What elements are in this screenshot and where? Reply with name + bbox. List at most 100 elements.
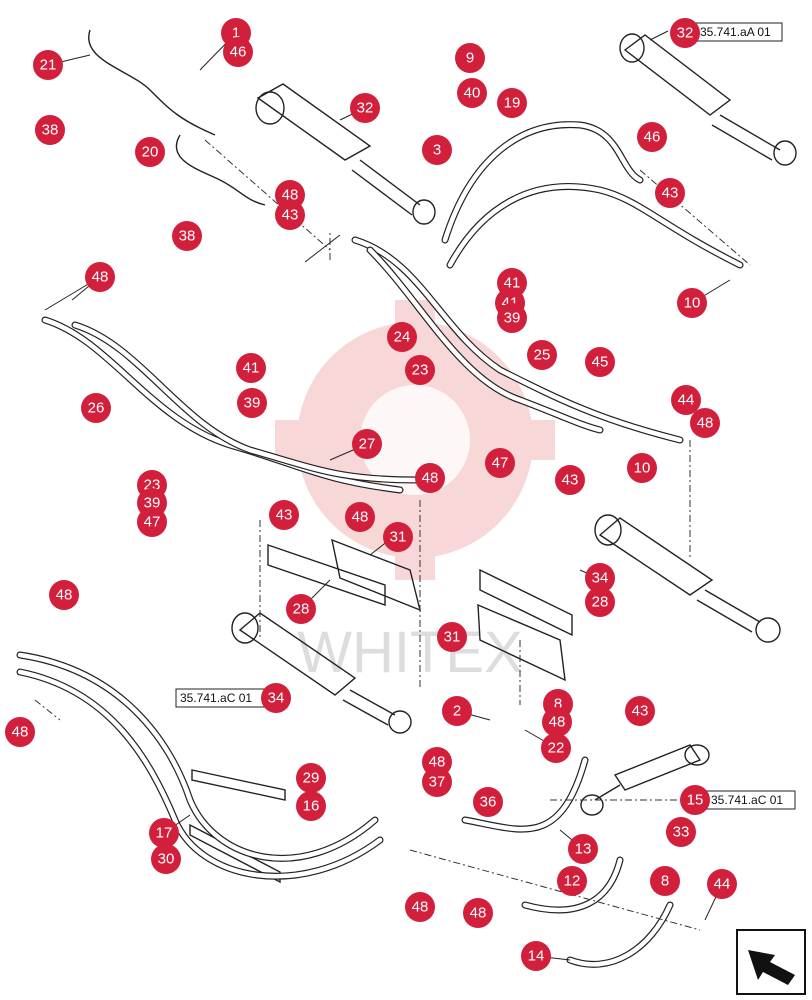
callout-48[interactable]: 48 xyxy=(85,262,115,292)
callout-number: 41 xyxy=(243,360,260,377)
callout-number: 39 xyxy=(244,395,261,412)
callout-33[interactable]: 33 xyxy=(666,817,696,847)
callout-48[interactable]: 48 xyxy=(463,898,493,928)
callout-number: 48 xyxy=(422,470,439,487)
callout-32[interactable]: 32 xyxy=(350,93,380,123)
callout-48[interactable]: 48 xyxy=(415,463,445,493)
callout-43[interactable]: 43 xyxy=(275,200,305,230)
callout-40[interactable]: 40 xyxy=(457,78,487,108)
callout-41[interactable]: 41 xyxy=(236,353,266,383)
callout-marker xyxy=(637,122,667,152)
callout-number: 43 xyxy=(632,703,649,720)
callout-48[interactable]: 48 xyxy=(405,892,435,922)
callout-37[interactable]: 37 xyxy=(422,767,452,797)
callout-marker xyxy=(541,733,571,763)
callout-marker xyxy=(405,892,435,922)
callout-20[interactable]: 20 xyxy=(135,137,165,167)
callout-marker xyxy=(296,763,326,793)
callout-47[interactable]: 47 xyxy=(137,507,167,537)
callout-43[interactable]: 43 xyxy=(625,696,655,726)
callout-marker xyxy=(286,594,316,624)
callout-48[interactable]: 48 xyxy=(690,408,720,438)
callout-17[interactable]: 17 xyxy=(149,818,179,848)
callout-marker xyxy=(455,43,485,73)
ref-box-3[interactable]: 35.741.aC 01 xyxy=(706,790,796,810)
callout-marker xyxy=(670,18,700,48)
callout-marker xyxy=(497,88,527,118)
callout-38[interactable]: 38 xyxy=(172,221,202,251)
callout-31[interactable]: 31 xyxy=(437,622,467,652)
watermark-text: WHITEX xyxy=(297,620,523,685)
callout-29[interactable]: 29 xyxy=(296,763,326,793)
callout-22[interactable]: 22 xyxy=(541,733,571,763)
callout-43[interactable]: 43 xyxy=(269,500,299,530)
callout-2[interactable]: 2 xyxy=(442,696,472,726)
callout-48[interactable]: 48 xyxy=(345,502,375,532)
callout-marker xyxy=(655,178,685,208)
callout-marker xyxy=(437,622,467,652)
callout-marker xyxy=(666,817,696,847)
callout-26[interactable]: 26 xyxy=(81,393,111,423)
callout-15[interactable]: 15 xyxy=(680,785,710,815)
callout-marker xyxy=(671,385,701,415)
callout-43[interactable]: 43 xyxy=(655,178,685,208)
callout-number: 22 xyxy=(548,740,565,757)
callout-marker xyxy=(627,453,657,483)
callout-48[interactable]: 48 xyxy=(49,580,79,610)
callout-24[interactable]: 24 xyxy=(387,322,417,352)
ref-box-1[interactable]: 35.741.aA 01 xyxy=(695,22,783,42)
callout-marker xyxy=(585,563,615,593)
callout-32[interactable]: 32 xyxy=(670,18,700,48)
callout-10[interactable]: 10 xyxy=(677,288,707,318)
callout-13[interactable]: 13 xyxy=(568,834,598,864)
callout-47[interactable]: 47 xyxy=(485,448,515,478)
callout-43[interactable]: 43 xyxy=(555,465,585,495)
callout-39[interactable]: 39 xyxy=(497,303,527,333)
callout-number: 29 xyxy=(303,770,320,787)
callout-34[interactable]: 34 xyxy=(261,683,291,713)
callout-48[interactable]: 48 xyxy=(542,707,572,737)
hoses xyxy=(16,29,744,968)
callout-marker xyxy=(151,844,181,874)
callout-3[interactable]: 3 xyxy=(422,135,452,165)
callout-46[interactable]: 46 xyxy=(637,122,667,152)
callout-marker xyxy=(650,866,680,896)
callout-8[interactable]: 8 xyxy=(650,866,680,896)
callout-34[interactable]: 34 xyxy=(585,563,615,593)
callout-27[interactable]: 27 xyxy=(352,429,382,459)
callout-30[interactable]: 30 xyxy=(151,844,181,874)
callout-25[interactable]: 25 xyxy=(527,340,557,370)
callout-28[interactable]: 28 xyxy=(286,594,316,624)
callout-marker xyxy=(557,866,587,896)
callout-number: 2 xyxy=(453,703,461,720)
callout-19[interactable]: 19 xyxy=(497,88,527,118)
callout-44[interactable]: 44 xyxy=(707,869,737,899)
ref-box-3-text: 35.741.aC 01 xyxy=(711,793,783,807)
callout-45[interactable]: 45 xyxy=(585,347,615,377)
callout-16[interactable]: 16 xyxy=(296,791,326,821)
callout-marker xyxy=(405,355,435,385)
callout-31[interactable]: 31 xyxy=(383,522,413,552)
callout-marker xyxy=(521,941,551,971)
callout-23[interactable]: 23 xyxy=(405,355,435,385)
callout-38[interactable]: 38 xyxy=(35,115,65,145)
ref-box-2[interactable]: 35.741.aC 01 xyxy=(175,688,265,708)
callout-number: 46 xyxy=(230,44,247,61)
callout-12[interactable]: 12 xyxy=(557,866,587,896)
callout-21[interactable]: 21 xyxy=(33,50,63,80)
callout-46[interactable]: 46 xyxy=(223,37,253,67)
callout-36[interactable]: 36 xyxy=(473,787,503,817)
callout-44[interactable]: 44 xyxy=(671,385,701,415)
callout-9[interactable]: 9 xyxy=(455,43,485,73)
callout-number: 38 xyxy=(179,228,196,245)
callout-39[interactable]: 39 xyxy=(237,388,267,418)
callout-28[interactable]: 28 xyxy=(585,587,615,617)
callout-number: 1 xyxy=(232,25,240,42)
next-page-arrow-icon[interactable] xyxy=(736,929,806,995)
callout-10[interactable]: 10 xyxy=(627,453,657,483)
callout-marker xyxy=(350,93,380,123)
callout-14[interactable]: 14 xyxy=(521,941,551,971)
callout-number: 31 xyxy=(390,529,407,546)
callout-48[interactable]: 48 xyxy=(5,717,35,747)
